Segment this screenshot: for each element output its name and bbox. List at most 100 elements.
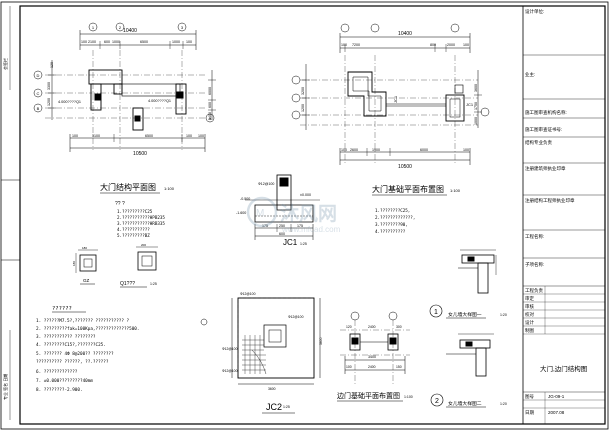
jc2-title: JC2: [266, 402, 282, 412]
watermark: M 沐风网 www.mfcad.com: [246, 196, 341, 234]
svg-text:会签栏: 会签栏: [2, 58, 8, 70]
tb-drawing-title: 大门,边门结构图: [540, 366, 588, 373]
plan2-total-top: 10400: [398, 31, 412, 37]
jc2-dim: 3600: [268, 387, 276, 391]
plan1-dim: 100: [72, 134, 78, 138]
plan1-note: 4.???????????: [117, 227, 150, 232]
jc1-texts: -0.500 -1.600 ±0.000 Ф12@100 175 250 175…: [236, 182, 311, 247]
detail-titles: 1 女儿墙大样图一 1:20 2 女儿墙大样图二 1:20: [434, 309, 507, 408]
watermark-brand: 沐风网: [280, 203, 337, 225]
plan1-total-top: 10400: [123, 28, 137, 34]
gate-total: 3400: [368, 355, 376, 359]
plan2-dim: 6000: [420, 148, 428, 152]
detail-number: 1: [434, 309, 438, 316]
jc1-section: [245, 174, 320, 240]
jc1-note: 1.????????C25,: [375, 208, 410, 213]
gate-plan-title: 边门基础平面布置图: [337, 391, 400, 400]
plan2-total-bottom: 10500: [398, 164, 412, 170]
plan1-dim: 100: [198, 134, 204, 138]
plan1-dim: 6000: [208, 87, 212, 95]
q1-label: Q1???: [120, 281, 135, 287]
plan1-dim: 1000: [112, 40, 120, 44]
tb-subitem-name: 子项名称:: [525, 262, 545, 267]
binding-margin: 会签栏 专业 签名 日期: [2, 58, 8, 400]
general-note: 5. ??????? 4Ф 8@200?? ????????: [36, 351, 114, 357]
tb-project-name: 工程名称:: [525, 234, 545, 239]
plan1-dim: 120: [50, 62, 54, 68]
tb-sign-row: 审定: [525, 296, 534, 301]
tb-sign-row: 审核: [525, 304, 534, 309]
detail-title: 女儿墙大样图二: [448, 400, 482, 407]
gate-dim: 2400: [368, 325, 376, 329]
tb-sign-row: 工程负责: [525, 288, 543, 293]
tb-arch-seal: 注册建筑师执业印章: [525, 166, 566, 171]
plan2-dim: 2600: [350, 148, 358, 152]
plan2-label: JC1: [393, 95, 398, 103]
q1-dim: 200: [141, 243, 146, 247]
plan2-dim: 1000: [474, 117, 478, 125]
general-note: 6. ?????????????: [36, 369, 78, 375]
svg-text:M: M: [256, 208, 264, 219]
plan1-dim: 6500: [145, 134, 153, 138]
plan1-label: 4.000????Q1: [148, 99, 171, 103]
gz-label: GZ: [83, 278, 90, 283]
plan1-note: 5.?????????BZ: [117, 233, 150, 238]
jc2-label: Ф12@100: [288, 315, 304, 319]
plan2-dim: 3200: [301, 87, 305, 95]
general-notes: ?????? 1. ??????M7.5?,??????? ??????????…: [36, 306, 208, 393]
jc1-label: -0.500: [240, 197, 250, 201]
plan1-dim: 2100: [88, 40, 96, 44]
tb-struct-lead: 结构专业负责: [525, 140, 552, 145]
gate-plan-scale: 1:100: [404, 395, 413, 399]
axis-label: D: [37, 73, 40, 78]
axis-label: C: [37, 91, 40, 96]
plan2-dim: 100: [341, 43, 347, 47]
tb-sign-row: 校对: [525, 312, 534, 317]
q1-scale: 1:25: [150, 282, 157, 286]
jc1-label: -1.600: [236, 211, 246, 215]
plan1-texts: 10400 100 2100 600 1000 6500 1000 100 1 …: [37, 25, 212, 238]
jc2-label: Ф12@100: [222, 369, 238, 373]
svg-text:专业 签名 日期: 专业 签名 日期: [2, 374, 8, 400]
plan1-notes-lead: ?? ?: [115, 201, 125, 207]
axis-label: B: [37, 106, 40, 111]
jc2-dim: 3600: [319, 337, 323, 345]
q1-detail: [136, 246, 158, 271]
plan2-dim: 100: [341, 148, 347, 152]
tb-owner: 业主:: [525, 72, 536, 77]
plan1-dim: 100: [81, 40, 87, 44]
plan2-label: JC1: [466, 102, 474, 107]
jc1-note: 2.?????????????,: [375, 215, 415, 220]
gate-dim: 2400: [368, 365, 376, 369]
tb-drawing-no: JG-09-1: [548, 394, 565, 399]
jc1-total: 600: [279, 232, 285, 236]
plan2-dim: 100: [463, 148, 469, 152]
plan1-dim: 600: [104, 40, 110, 44]
jc1-dim: 175: [297, 224, 303, 228]
tb-sign-row: 设计: [525, 320, 534, 325]
plan2-dim: 1900: [372, 148, 380, 152]
general-note: 3. ??????????? ????????: [36, 334, 96, 340]
plan1-dim: 3100: [92, 134, 100, 138]
plan1-title: 大门结构平面图: [100, 182, 156, 192]
jc1-label: ±0.000: [300, 193, 311, 197]
plan1-note: 1.?????????C25: [117, 209, 153, 214]
tb-review-cert: 施工图审查证书号:: [525, 127, 563, 132]
gate-plan-texts: 120 2400 300 3400 100 2400 150 边门基础平面布置图…: [337, 325, 413, 402]
general-note: 1. ??????M7.5?,??????? ??????????? ?: [36, 318, 130, 324]
jc2-label: Ф12@100: [240, 292, 256, 296]
detail-scale: 1:20: [500, 402, 507, 406]
plan1-structure-plan: [33, 22, 216, 152]
plan1-total-bottom: 10500: [133, 151, 147, 157]
plan2-dim: 7200: [352, 43, 360, 47]
gate-foundation-plan: [340, 311, 410, 385]
jc1-label: Ф12@100: [258, 182, 274, 186]
title-block: [522, 5, 606, 425]
gate-dim: 120: [346, 325, 352, 329]
tb-design-unit: 设计单位:: [525, 9, 545, 14]
axis-label: 2: [119, 25, 122, 30]
plan1-dim: 600: [208, 102, 212, 108]
plan2-dim: 800: [430, 43, 436, 47]
plan2-dim: 2000: [447, 43, 455, 47]
